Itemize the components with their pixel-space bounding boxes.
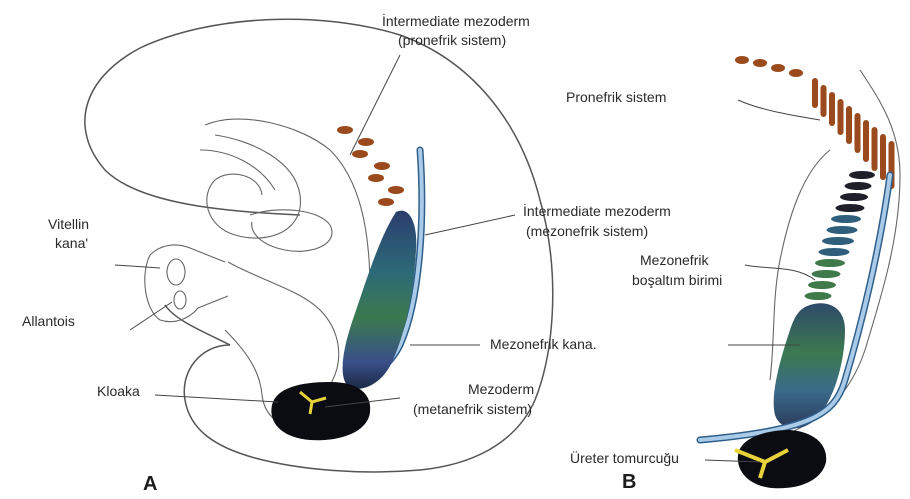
pronephric-loop <box>846 106 852 144</box>
mesonephric-tubule <box>827 226 858 234</box>
vitelline-ring <box>167 259 185 285</box>
pronephric-loop <box>855 113 861 153</box>
label-mezonefrik-birim-1: Mezonefrik <box>640 252 709 268</box>
label-mezoderm-1: Mezoderm <box>468 381 534 397</box>
vitelline-duct <box>145 245 228 322</box>
metanephric-mass-b <box>738 430 826 488</box>
allantois-ring <box>174 291 186 309</box>
gut-loop <box>250 210 332 251</box>
pronephric-segment <box>337 126 353 134</box>
label-kloaka: Kloaka <box>97 383 140 399</box>
label-ureter-tomurcugu: Üreter tomurcuğu <box>570 449 679 466</box>
label-pronefrik-sistem: Pronefrik sistem <box>566 89 666 105</box>
label-vitellin-1: Vitellin <box>48 216 89 232</box>
mesonephric-tubule <box>808 281 836 289</box>
label-allantois: Allantois <box>22 313 75 329</box>
pronephric-loop <box>812 78 818 108</box>
mesonephric-mass-b <box>774 303 845 428</box>
heart-region <box>207 135 301 238</box>
body-wall-curve <box>228 262 339 399</box>
pronephric-segments-b <box>735 56 895 189</box>
pronephric-segment <box>735 56 749 64</box>
label-intermediate-pronefrik-2: (pronefrik sistem) <box>398 32 506 48</box>
mesonephric-tubules-b <box>805 171 876 300</box>
label-intermediate-mezonefrik-1: İntermediate mezoderm <box>523 202 671 219</box>
pronephric-segment <box>352 150 368 158</box>
pronephric-segment <box>789 69 803 77</box>
label-intermediate-mezonefrik-2: (mezonefrik sistem) <box>526 223 648 239</box>
label-intermediate-pronefrik-1: İntermediate mezoderm <box>382 12 530 29</box>
mesonephric-tubule <box>836 204 865 212</box>
mesonephric-tubule <box>812 270 841 278</box>
pronephric-segment <box>388 186 404 194</box>
mesonephric-tubule <box>849 171 875 179</box>
panel-label-b: B <box>622 471 636 493</box>
metanephric-mass-a <box>271 382 370 440</box>
mesonephric-tubule <box>805 292 832 300</box>
pronephric-loop <box>880 134 886 180</box>
mesonephric-tubule <box>819 248 850 256</box>
mesonephric-tubule <box>840 193 868 201</box>
pronephric-loop <box>863 120 869 162</box>
pronephric-segment <box>374 162 390 170</box>
mesonephric-tubule <box>815 259 845 267</box>
mesonephric-tubule <box>822 237 854 245</box>
pronephric-segments-a <box>337 126 404 206</box>
mesonephric-tubule <box>831 215 861 223</box>
pronephric-segment <box>753 59 767 67</box>
pronephric-segment <box>368 174 384 182</box>
label-mezonefrik-birim-2: boşaltım birimi <box>632 272 722 288</box>
mesonephric-tubule <box>845 182 872 190</box>
label-mezonefrik-kanal: Mezonefrik kana. <box>490 336 597 352</box>
mesonephric-mass-a <box>343 211 417 389</box>
label-mezoderm-2: (metanefrik sistem) <box>413 401 532 417</box>
label-vitellin-2: kana' <box>55 235 88 251</box>
pronephric-segment <box>771 64 785 72</box>
labels: İntermediate mezoderm (pronefrik sistem)… <box>22 12 722 495</box>
pronephric-loop <box>872 127 878 171</box>
pronephric-segment <box>378 198 394 206</box>
pronephric-loop <box>821 85 827 117</box>
pronephric-loop <box>829 92 835 126</box>
panel-label-a: A <box>143 473 157 495</box>
pronephric-segment <box>358 138 374 146</box>
pronephric-loop <box>838 99 844 135</box>
